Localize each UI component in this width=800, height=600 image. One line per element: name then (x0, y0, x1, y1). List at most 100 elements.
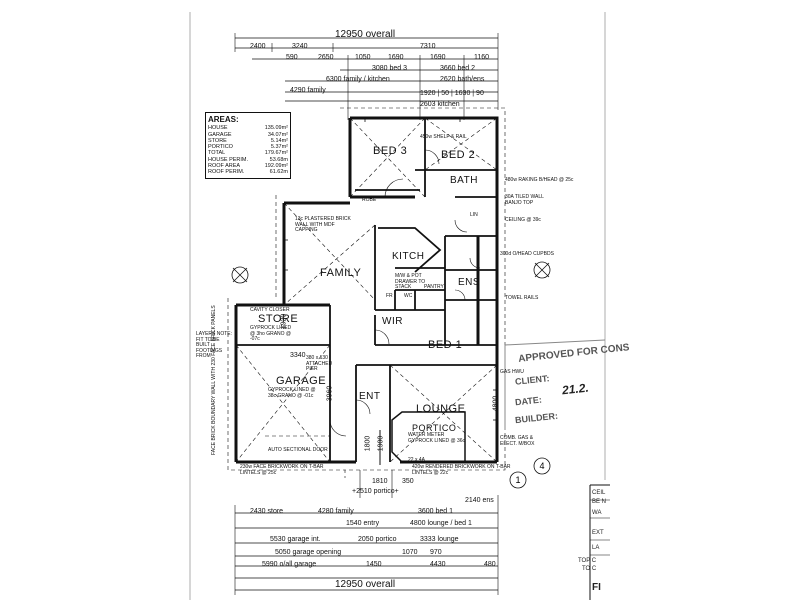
dim-garage-overall: 5990 o/all garage (262, 561, 317, 568)
titleblock-cell-d: EXT (592, 530, 604, 536)
areas-table: AREAS: HOUSE 135.09m² GARAGE 34.07m² STORE… (205, 112, 291, 179)
areas-title: AREAS: (208, 115, 239, 124)
dim-1810: 1810 (372, 478, 388, 485)
room-ensuite: ENS (458, 277, 481, 288)
label-fridge: FR (386, 293, 393, 299)
section-marker-1: 1 (515, 475, 520, 485)
dim-1690b: 1690 (430, 54, 446, 61)
dim-4430: 4430 (430, 561, 446, 568)
dim-2650: 2650 (318, 54, 334, 61)
dim-1450: 1450 (366, 561, 382, 568)
note-towel-rails: TOWEL RAILS (505, 295, 539, 301)
dim-1050: 1050 (355, 54, 371, 61)
area-value: 192.09m² (264, 163, 288, 170)
dim-garage-int: 5530 garage int. (270, 536, 321, 543)
dim-garage-3340: 3340 (290, 352, 306, 359)
room-entry: ENT (359, 391, 381, 402)
dim-family-4280: 4280 family (318, 508, 354, 515)
dim-garage-3960: 3960 (326, 385, 334, 402)
area-value: 5.37m² (270, 144, 288, 151)
section-marker-4: 4 (539, 461, 544, 471)
note-layers: LAYERS NOTE: FIT TO BE BUILT FOOTINGS FR… (196, 331, 233, 359)
area-label: HOUSE PERIM. (208, 156, 249, 163)
stamp-handwritten-date: 21.2. (561, 380, 590, 398)
dim-bed3: 3080 bed 3 (372, 65, 408, 72)
dim-entry-1800: 1800 (364, 435, 372, 452)
area-value: 179.67m² (264, 150, 288, 157)
area-label: ROOF PERIM. (208, 169, 245, 176)
titleblock-cell-b: BE N (592, 499, 607, 505)
note-attached-pier: 380 x 130 ATTACHED PIER (306, 355, 333, 372)
note-raking-bhead: 480w RAKING B/HEAD @ 25c (505, 177, 574, 183)
area-label: TOTAL (208, 150, 226, 157)
overall-width-bottom: 12950 overall (335, 579, 396, 590)
area-label: HOUSE (208, 125, 228, 132)
note-ceiling: CEILING @ 39c (505, 217, 541, 223)
note-auto-door: AUTO SECTIONAL DOOR (268, 447, 328, 453)
dim-lounge: 4800 (492, 395, 500, 412)
room-portico: PORTICO (412, 423, 457, 433)
area-value: 53.68m (269, 156, 288, 163)
note-shelf-rail: 450w SHELF & RAIL (420, 134, 467, 140)
dim-store-2430: 2430 store (250, 508, 284, 515)
note-store-lining: GYPROCK LINED @ 3ho GRANO @ -07c (250, 325, 292, 342)
label-pantry: PANTRY (424, 284, 444, 290)
titleblock-cell-h: FI (592, 582, 601, 593)
area-label: GARAGE (208, 131, 232, 138)
area-label: PORTICO (208, 144, 233, 151)
dim-family-kitchen: 6300 family / kitchen (326, 76, 390, 83)
note-cavity-closer: CAVITY CLOSER (250, 307, 290, 313)
dim-3240: 3240 (292, 43, 308, 50)
room-family: FAMILY (320, 267, 362, 279)
dim-1070: 1070 (402, 549, 418, 556)
room-kitchen: KITCH (392, 251, 425, 262)
area-value: 135.09m² (264, 125, 288, 132)
area-value: 61.62m (269, 169, 288, 176)
note-tiled-wall: 30A TILED WALL BANJO TOP (505, 194, 544, 206)
area-value: 34.07m² (267, 131, 288, 138)
dim-family: 4290 family (290, 87, 326, 94)
note-gas-hwu: GAS HWU (500, 369, 524, 375)
dim-ens-2140: 2140 ens (465, 497, 494, 504)
dim-kitchen: 2603 kitchen (420, 101, 460, 108)
note-plastered-brick: 13c PLASTERED BRICK WALL WITH MDF CAPPIN… (295, 216, 351, 233)
note-garage-lining: GYPROCK LINED @ 38c GRANO @ -01c (268, 387, 316, 399)
titleblock-cell-a: CEIL (592, 490, 606, 496)
label-wc: WC (404, 293, 413, 299)
room-garage: GARAGE (276, 375, 327, 387)
label-linen: LIN (470, 212, 478, 218)
room-bath: BATH (450, 175, 478, 186)
overall-width-top: 12950 overall (335, 29, 396, 40)
room-bed3: BED 3 (373, 145, 408, 157)
dim-bed2: 3660 bed 2 (440, 65, 476, 72)
dim-480: 480 (484, 561, 496, 568)
dim-portico: +2510 portico+ (352, 488, 399, 495)
dim-lounge-3333: 3333 lounge (420, 536, 459, 543)
dim-garage-opening: 5050 garage opening (275, 549, 342, 556)
dim-entry-1900: 1900 (377, 435, 385, 452)
note-overhead-cupboards: 300d O/HEAD CUPBDS (500, 251, 554, 257)
area-label: STORE (208, 137, 227, 144)
label-robe: ROBE (362, 197, 377, 203)
note-boundary-wall: FACE BRICK BOUNDARY WALL WITH 230 FACE B… (211, 305, 217, 455)
dim-7310: 7310 (420, 43, 436, 50)
titleblock-cell-g: TO C (582, 566, 597, 572)
note-twin: 22 x 4A (408, 457, 425, 463)
room-bed1: BED 1 (428, 339, 463, 351)
dim-350: 350 (402, 478, 414, 485)
dim-lounge-bed1: 4800 lounge / bed 1 (410, 520, 472, 527)
dim-1690a: 1690 (388, 54, 404, 61)
titleblock-cell-f: TOP C (578, 558, 597, 564)
dim-bath: 2620 bath/ens (440, 76, 485, 83)
titleblock-cell-c: WA (592, 510, 602, 516)
titleblock-cell-e: LA (592, 545, 600, 551)
note-microwave-drawer: M/W & POT DRAWER TO STACK (395, 273, 426, 290)
dim-590: 590 (286, 54, 298, 61)
area-value: 5.14m² (270, 137, 288, 144)
note-facebrick: 230w FACE BRICKWORK ON T-BAR LINTELS @ 2… (240, 464, 324, 476)
room-lounge: LOUNGE (416, 403, 466, 415)
room-store: STORE (258, 313, 299, 325)
note-render: 420w RENDERED BRICKWORK ON T-BAR LINTELS… (412, 464, 511, 476)
dim-portico-2050: 2050 portico (358, 536, 397, 543)
